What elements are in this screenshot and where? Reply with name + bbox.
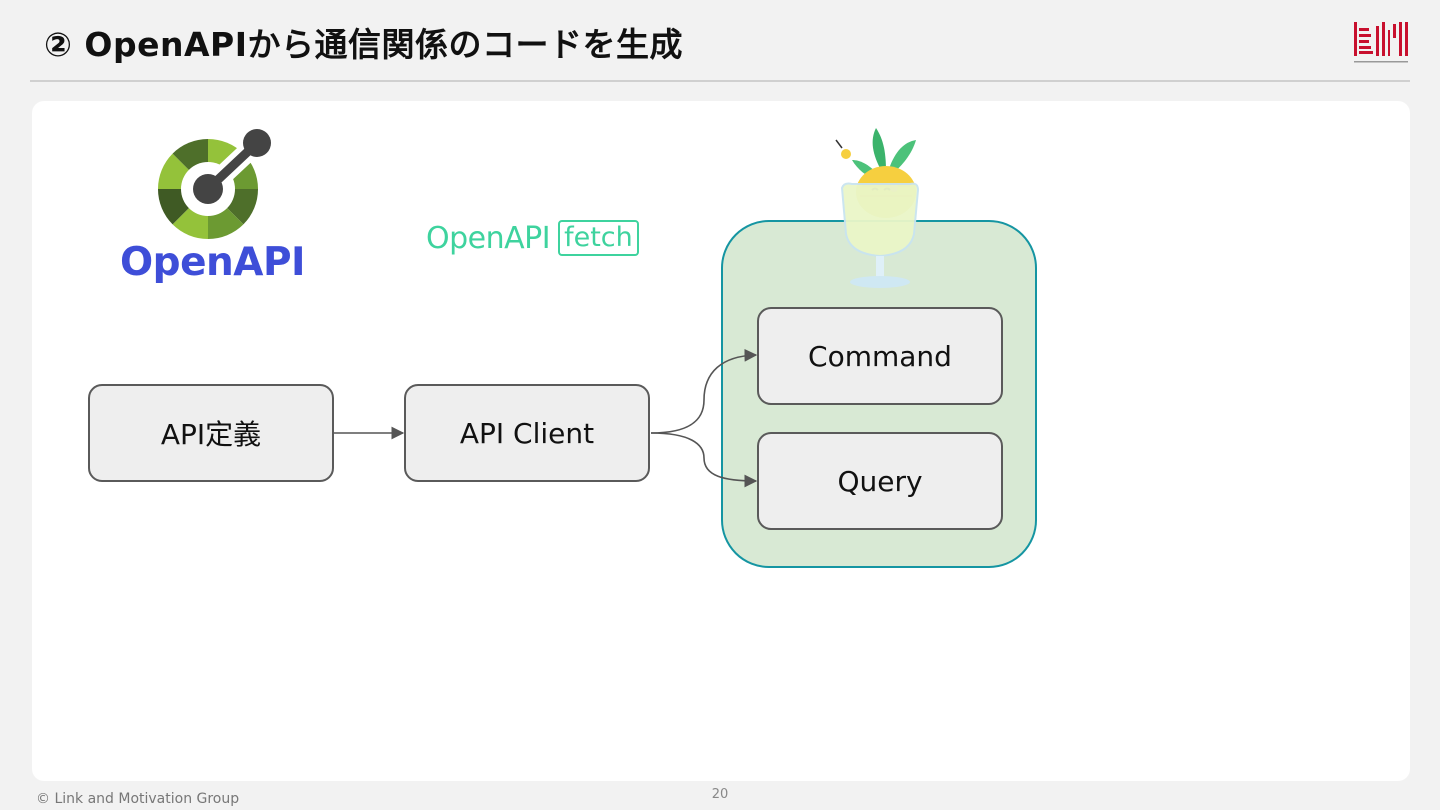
page-number: 20 — [711, 787, 729, 802]
openapi-fetch-logo: OpenAPI fetch — [426, 219, 639, 257]
edge-client-to-query — [650, 432, 758, 488]
pineapple-mascot-icon — [835, 128, 920, 288]
openapi-logo-icon — [158, 129, 271, 240]
company-logo-icon — [1354, 22, 1408, 63]
api-definition-node: API定義 — [88, 384, 334, 482]
query-node: Query — [757, 432, 1003, 530]
slide-title: ② OpenAPIから通信関係のコードを生成 — [44, 25, 683, 64]
openapi-fetch-name: OpenAPI — [426, 220, 551, 256]
command-node: Command — [757, 307, 1003, 405]
edge-client-to-command — [650, 348, 758, 434]
title-divider — [30, 80, 1410, 82]
openapi-wordmark: OpenAPI — [120, 240, 306, 285]
footer-copyright: © Link and Motivation Group — [36, 791, 240, 807]
openapi-fetch-badge: fetch — [558, 220, 639, 256]
api-client-node: API Client — [404, 384, 650, 482]
